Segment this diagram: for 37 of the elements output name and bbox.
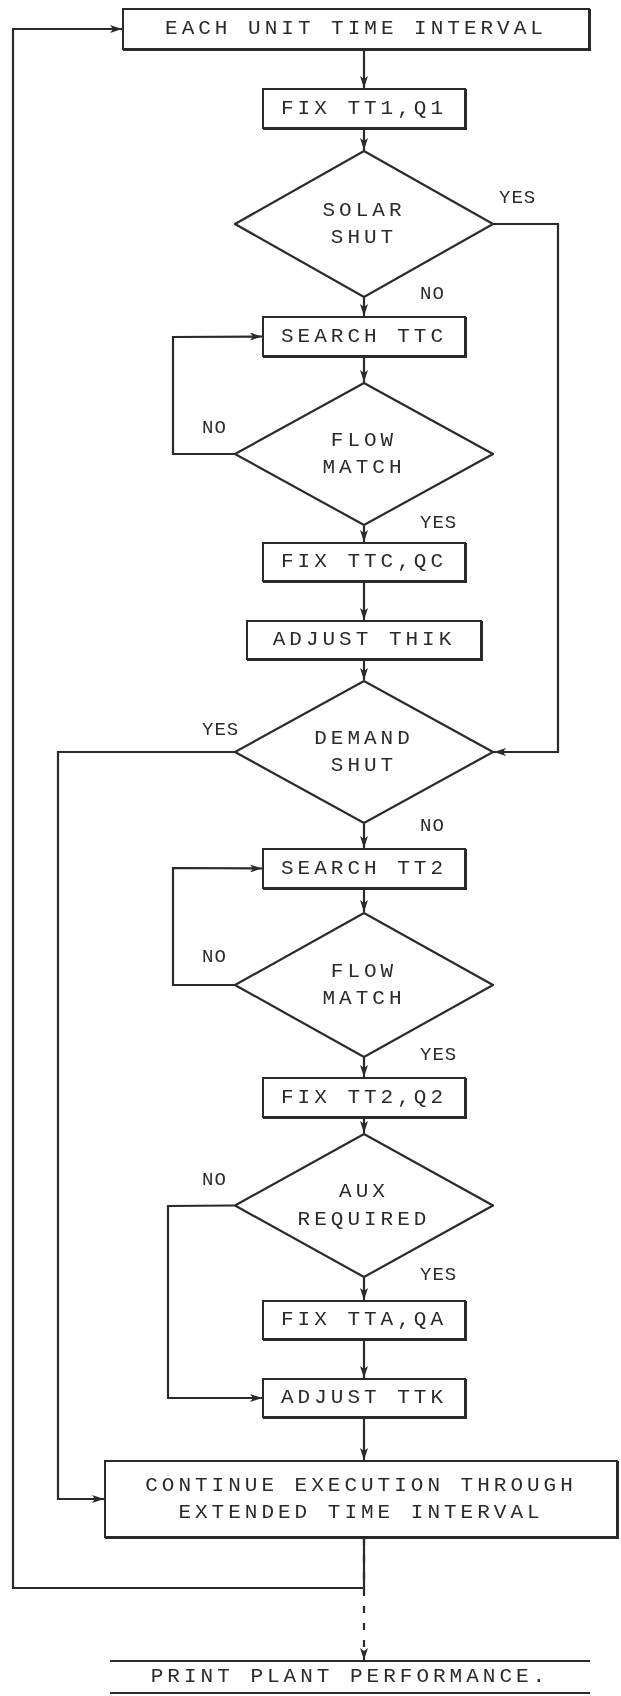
arrow xyxy=(360,1118,368,1133)
arrow xyxy=(11,25,366,1590)
decision-label: FLOW MATCH xyxy=(321,958,407,1012)
process-box: EACH UNIT TIME INTERVAL xyxy=(122,8,590,50)
process-box: FIX TT1,Q1 xyxy=(262,88,466,129)
arrow xyxy=(360,298,368,316)
process-box: SEARCH TT2 xyxy=(262,848,466,889)
process-box: SEARCH TTC xyxy=(262,316,466,357)
process-box: FIX TTC,QC xyxy=(262,542,466,582)
arrow xyxy=(171,864,262,987)
decision-label: AUX REQUIRED xyxy=(296,1179,432,1233)
arrow xyxy=(360,582,368,620)
decision-label: DEMAND SHUT xyxy=(313,725,415,779)
arrow xyxy=(360,824,368,848)
process-box: CONTINUE EXECUTION THROUGH EXTENDED TIME INTERVAL xyxy=(104,1460,618,1538)
arrow xyxy=(166,1204,262,1402)
arrow xyxy=(360,660,368,680)
process-box: ADJUST THIK xyxy=(246,620,482,660)
arrow xyxy=(360,1058,368,1077)
decision-label: SOLAR SHUT xyxy=(321,197,407,251)
arrow xyxy=(171,332,262,456)
process-box: ADJUST TTK xyxy=(262,1378,466,1418)
arrow xyxy=(360,357,368,382)
output-text: PRINT PLANT PERFORMANCE. xyxy=(110,1660,590,1694)
arrow xyxy=(360,1278,368,1300)
arrow xyxy=(360,50,368,88)
decision-label: FLOW MATCH xyxy=(321,427,407,481)
arrow xyxy=(360,1418,368,1460)
arrow xyxy=(360,1340,368,1378)
arrow xyxy=(360,129,368,150)
arrow xyxy=(360,526,368,542)
process-box: FIX TTA,QA xyxy=(262,1300,466,1340)
arrow xyxy=(360,1538,368,1660)
process-box: FIX TT2,Q2 xyxy=(262,1077,466,1118)
arrow xyxy=(494,222,560,756)
arrow xyxy=(360,889,368,912)
arrow xyxy=(56,750,234,1503)
